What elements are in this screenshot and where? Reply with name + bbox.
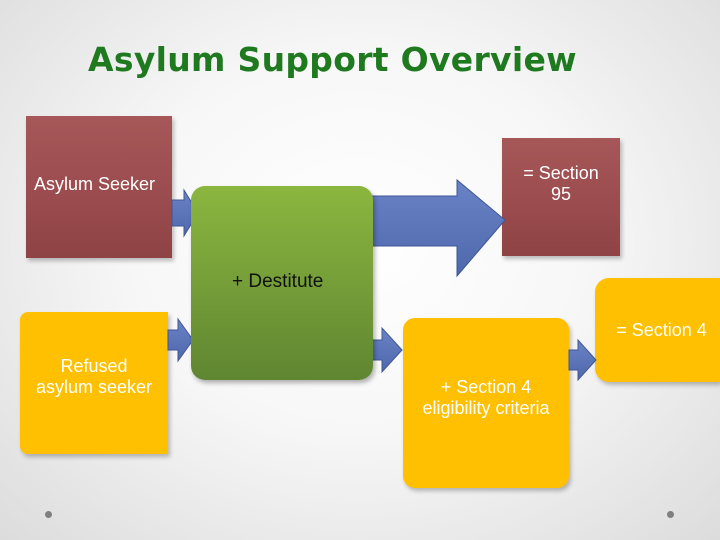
refused-asylum-seeker-label: Refused asylum seeker: [35, 356, 153, 397]
refused-asylum-seeker-box: Refused asylum seeker: [20, 312, 168, 454]
arrow-criteria-to-section-4: [568, 338, 597, 382]
corner-dot-left: [45, 511, 52, 518]
page-title: Asylum Support Overview: [88, 40, 577, 79]
section-4-label: = Section 4: [616, 320, 707, 340]
section-95-label: = Section 95: [523, 163, 599, 204]
asylum-seeker-box: Asylum Seeker: [26, 116, 172, 258]
destitute-box: [191, 186, 373, 380]
asylum-seeker-label: Asylum Seeker: [34, 173, 156, 194]
arrow-destitute-to-criteria: [369, 326, 403, 374]
section-4-criteria-label: + Section 4 eligibility criteria: [422, 377, 550, 418]
arrow-refused-to-destitute: [167, 317, 194, 363]
arrow-destitute-to-section-95: [371, 178, 506, 278]
destitute-label: + Destitute: [232, 271, 324, 292]
section-4-box: = Section 4: [595, 278, 720, 382]
corner-dot-right: [667, 511, 674, 518]
section-4-criteria-box: + Section 4 eligibility criteria: [403, 318, 569, 488]
section-95-box: = Section 95: [502, 138, 620, 256]
